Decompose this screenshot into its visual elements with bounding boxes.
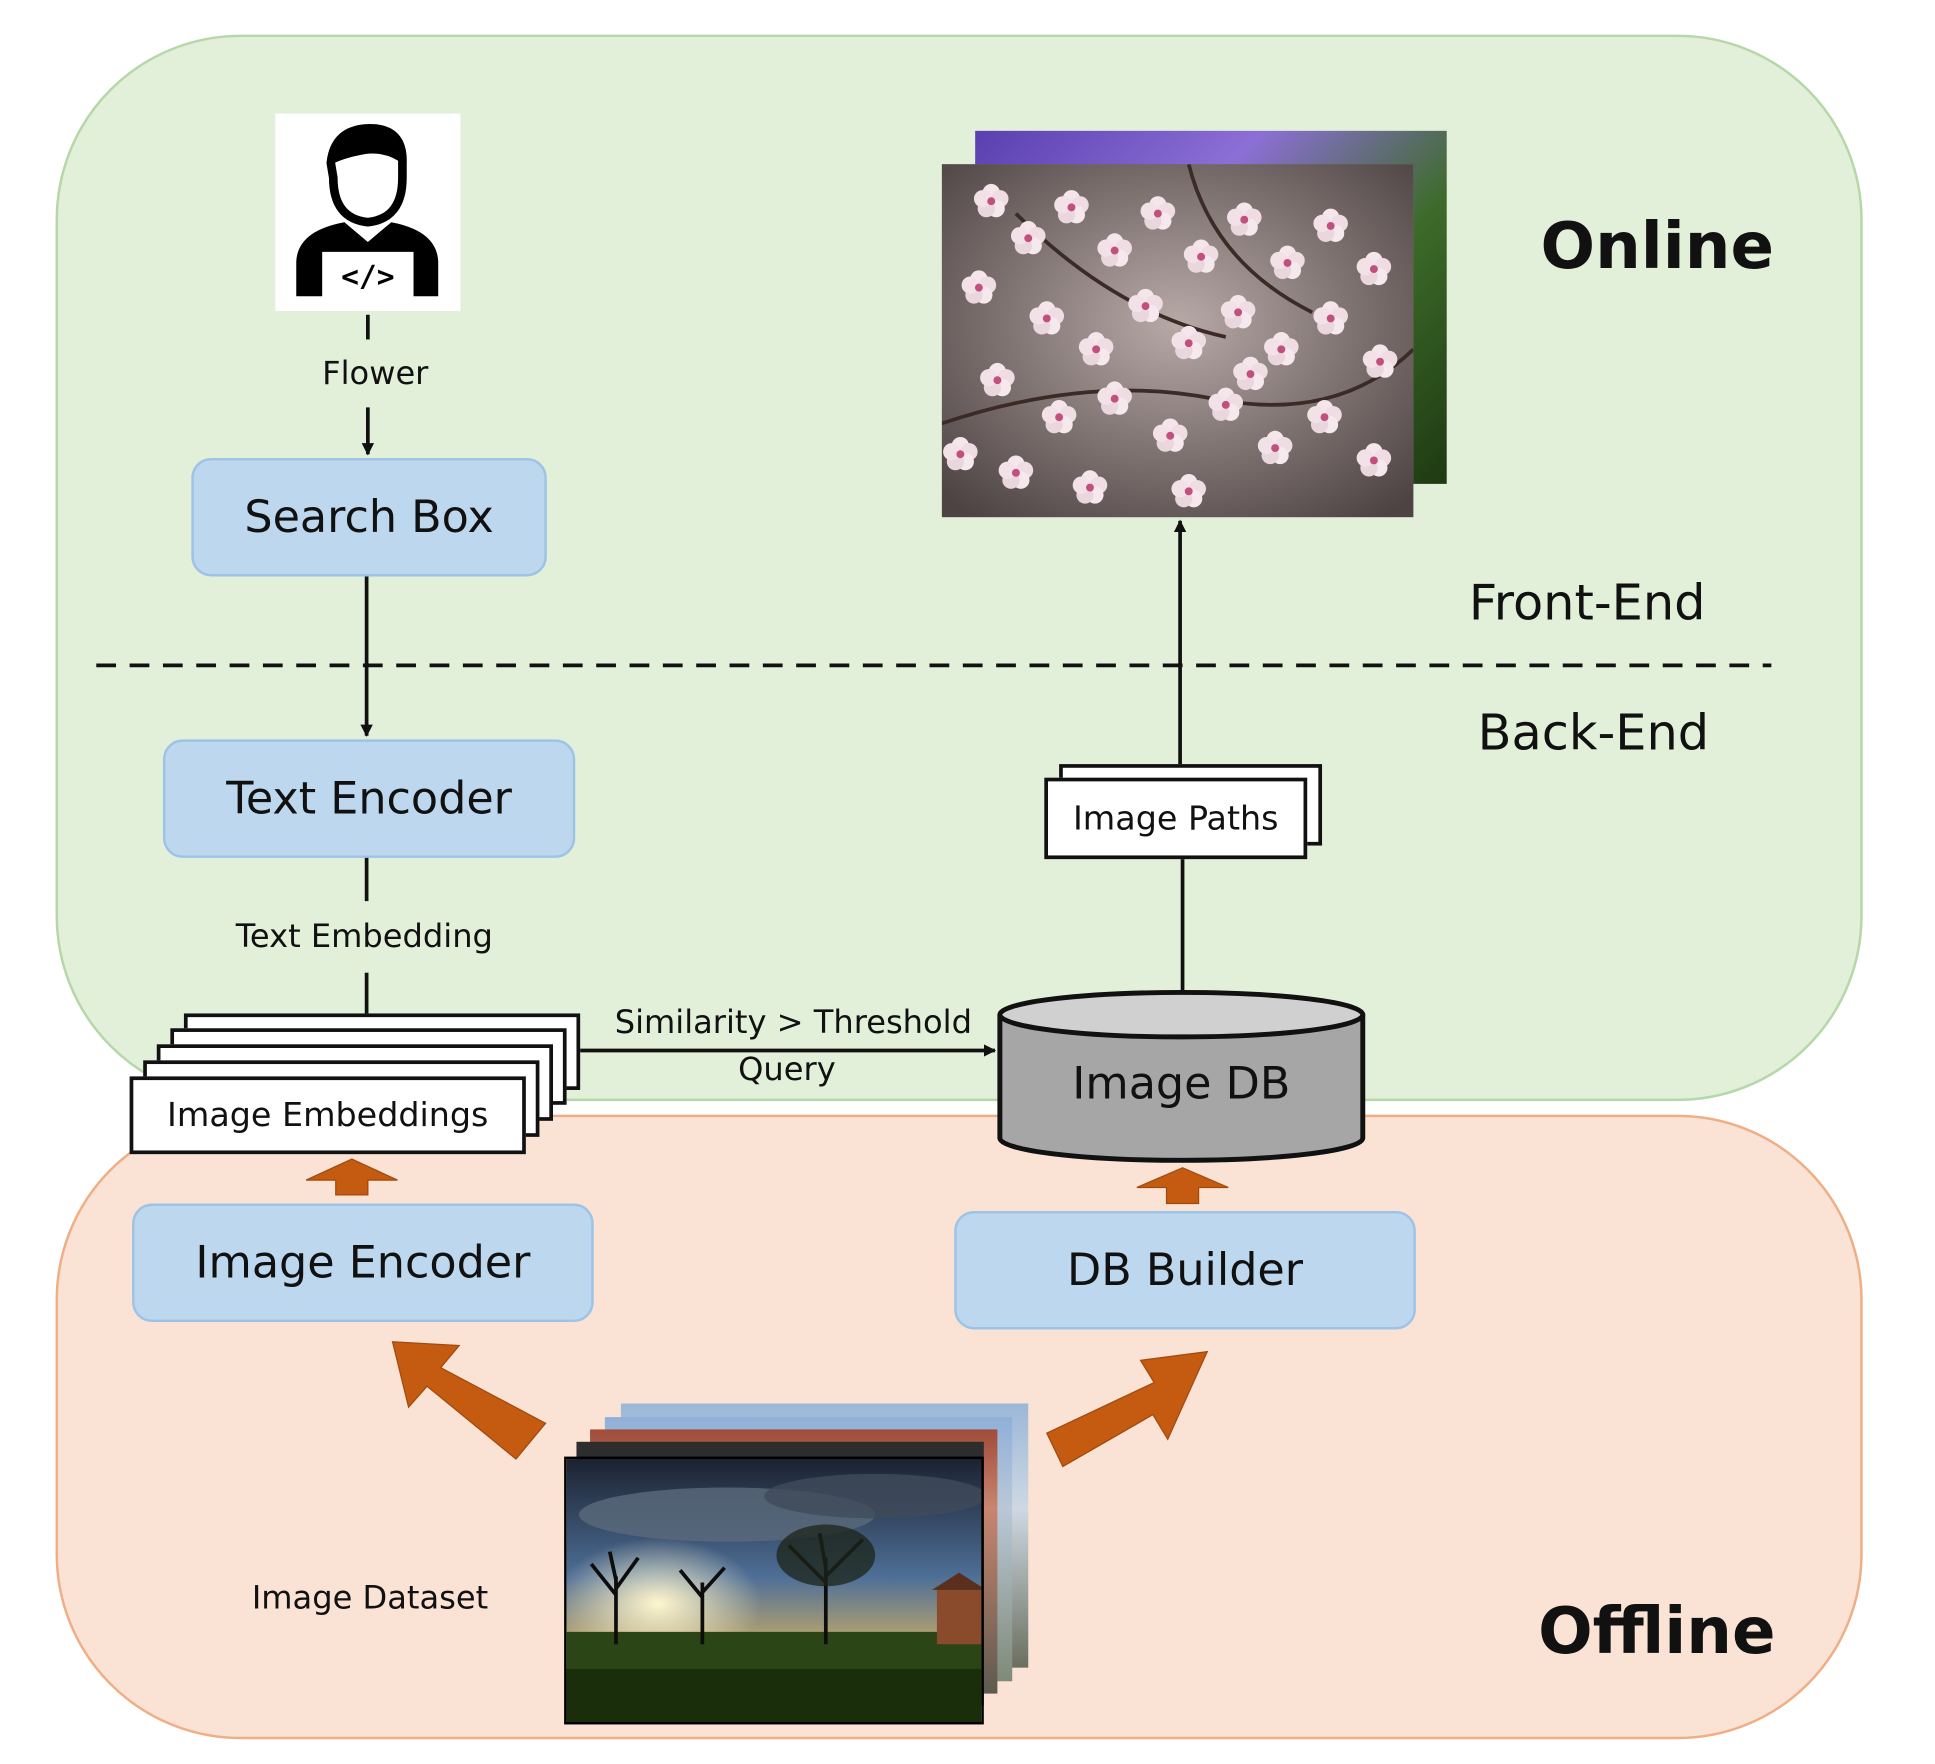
arrow-dataset-to-db-builder	[1045, 1350, 1209, 1468]
code-icon: </>	[341, 259, 394, 293]
image-paths-label: Image Paths	[1072, 799, 1279, 838]
cherry-blossom-photo	[941, 164, 1414, 518]
arrow-dataset-to-image-encoder	[391, 1341, 547, 1460]
image-encoder-node: Image Encoder	[132, 1203, 594, 1323]
landscape-photo	[566, 1459, 982, 1722]
image-encoder-label: Image Encoder	[195, 1237, 531, 1289]
db-builder-label: DB Builder	[1067, 1244, 1304, 1296]
image-db-node	[997, 989, 1366, 1163]
image-dataset-label: Image Dataset	[251, 1580, 489, 1618]
image-embeddings-label: Image Embeddings	[167, 1096, 489, 1135]
arrow-builder-to-db	[1136, 1167, 1229, 1205]
offline-title: Offline	[1538, 1594, 1776, 1669]
label-flower: Flower	[322, 355, 429, 393]
image-paths-node: Image Paths	[1044, 777, 1308, 860]
developer-user-icon: </>	[296, 124, 439, 297]
db-builder-node: DB Builder	[954, 1210, 1416, 1330]
label-similarity-threshold: Similarity > Threshold	[614, 1004, 972, 1042]
search-box-node: Search Box	[191, 457, 547, 577]
image-db-label: Image DB	[1072, 1059, 1291, 1110]
search-box-label: Search Box	[244, 491, 494, 543]
online-title: Online	[1540, 209, 1775, 284]
text-encoder-label: Text Encoder	[226, 773, 512, 824]
text-encoder-node: Text Encoder	[162, 739, 576, 858]
result-image-cherry-blossom	[941, 164, 1414, 518]
front-end-label: Front-End	[1468, 575, 1706, 633]
dataset-image-landscape	[564, 1456, 984, 1725]
user-icon-frame: </>	[275, 113, 461, 312]
label-query: Query	[738, 1051, 836, 1089]
back-end-label: Back-End	[1477, 704, 1710, 762]
arrow-encoder-to-embeddings	[305, 1158, 398, 1196]
image-embeddings-node: Image Embeddings	[129, 1076, 526, 1155]
label-text-embedding: Text Embedding	[235, 918, 493, 956]
